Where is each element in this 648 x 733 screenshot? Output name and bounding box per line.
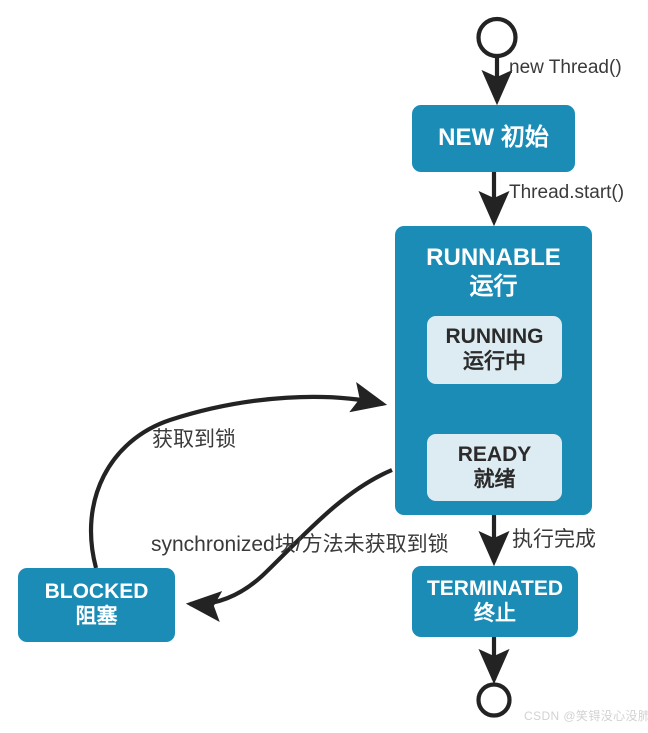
- edge-label-new-thread: new Thread(): [509, 57, 622, 78]
- edge-label-synchronized-fail: synchronized块/方法未获取到锁: [151, 533, 449, 556]
- state-terminated-label-en: TERMINATED: [426, 576, 564, 600]
- state-node-terminated[interactable]: TERMINATED 终止: [412, 566, 578, 637]
- state-node-new[interactable]: NEW 初始: [412, 105, 575, 172]
- state-blocked-label-en: BLOCKED: [44, 580, 149, 604]
- state-node-blocked[interactable]: BLOCKED 阻塞: [18, 568, 175, 642]
- state-node-ready[interactable]: READY 就绪: [427, 434, 562, 501]
- state-ready-label-en: READY: [457, 442, 532, 466]
- start-circle-icon: [476, 16, 518, 59]
- state-blocked-label-zh: 阻塞: [75, 605, 118, 628]
- state-ready-label-zh: 就绪: [473, 467, 516, 491]
- edge-label-thread-start: Thread.start(): [509, 182, 625, 203]
- state-runnable-title: RUNNABLE 运行: [395, 243, 592, 302]
- state-runnable-label-zh: 运行: [469, 273, 518, 301]
- watermark: CSDN @笑锝没心没肺: [524, 709, 648, 723]
- state-running-label-en: RUNNING: [445, 325, 544, 349]
- state-running-label-zh: 运行中: [463, 350, 526, 373]
- state-terminated-label-zh: 终止: [474, 601, 516, 625]
- state-new-label: NEW 初始: [438, 124, 549, 152]
- edge-label-acquire-lock: 获取到锁: [152, 428, 236, 451]
- edge-label-execution-done: 执行完成: [512, 528, 596, 551]
- state-node-running[interactable]: RUNNING 运行中: [427, 316, 562, 384]
- end-circle-icon: [476, 682, 512, 718]
- state-runnable-label-en: RUNNABLE: [426, 244, 561, 271]
